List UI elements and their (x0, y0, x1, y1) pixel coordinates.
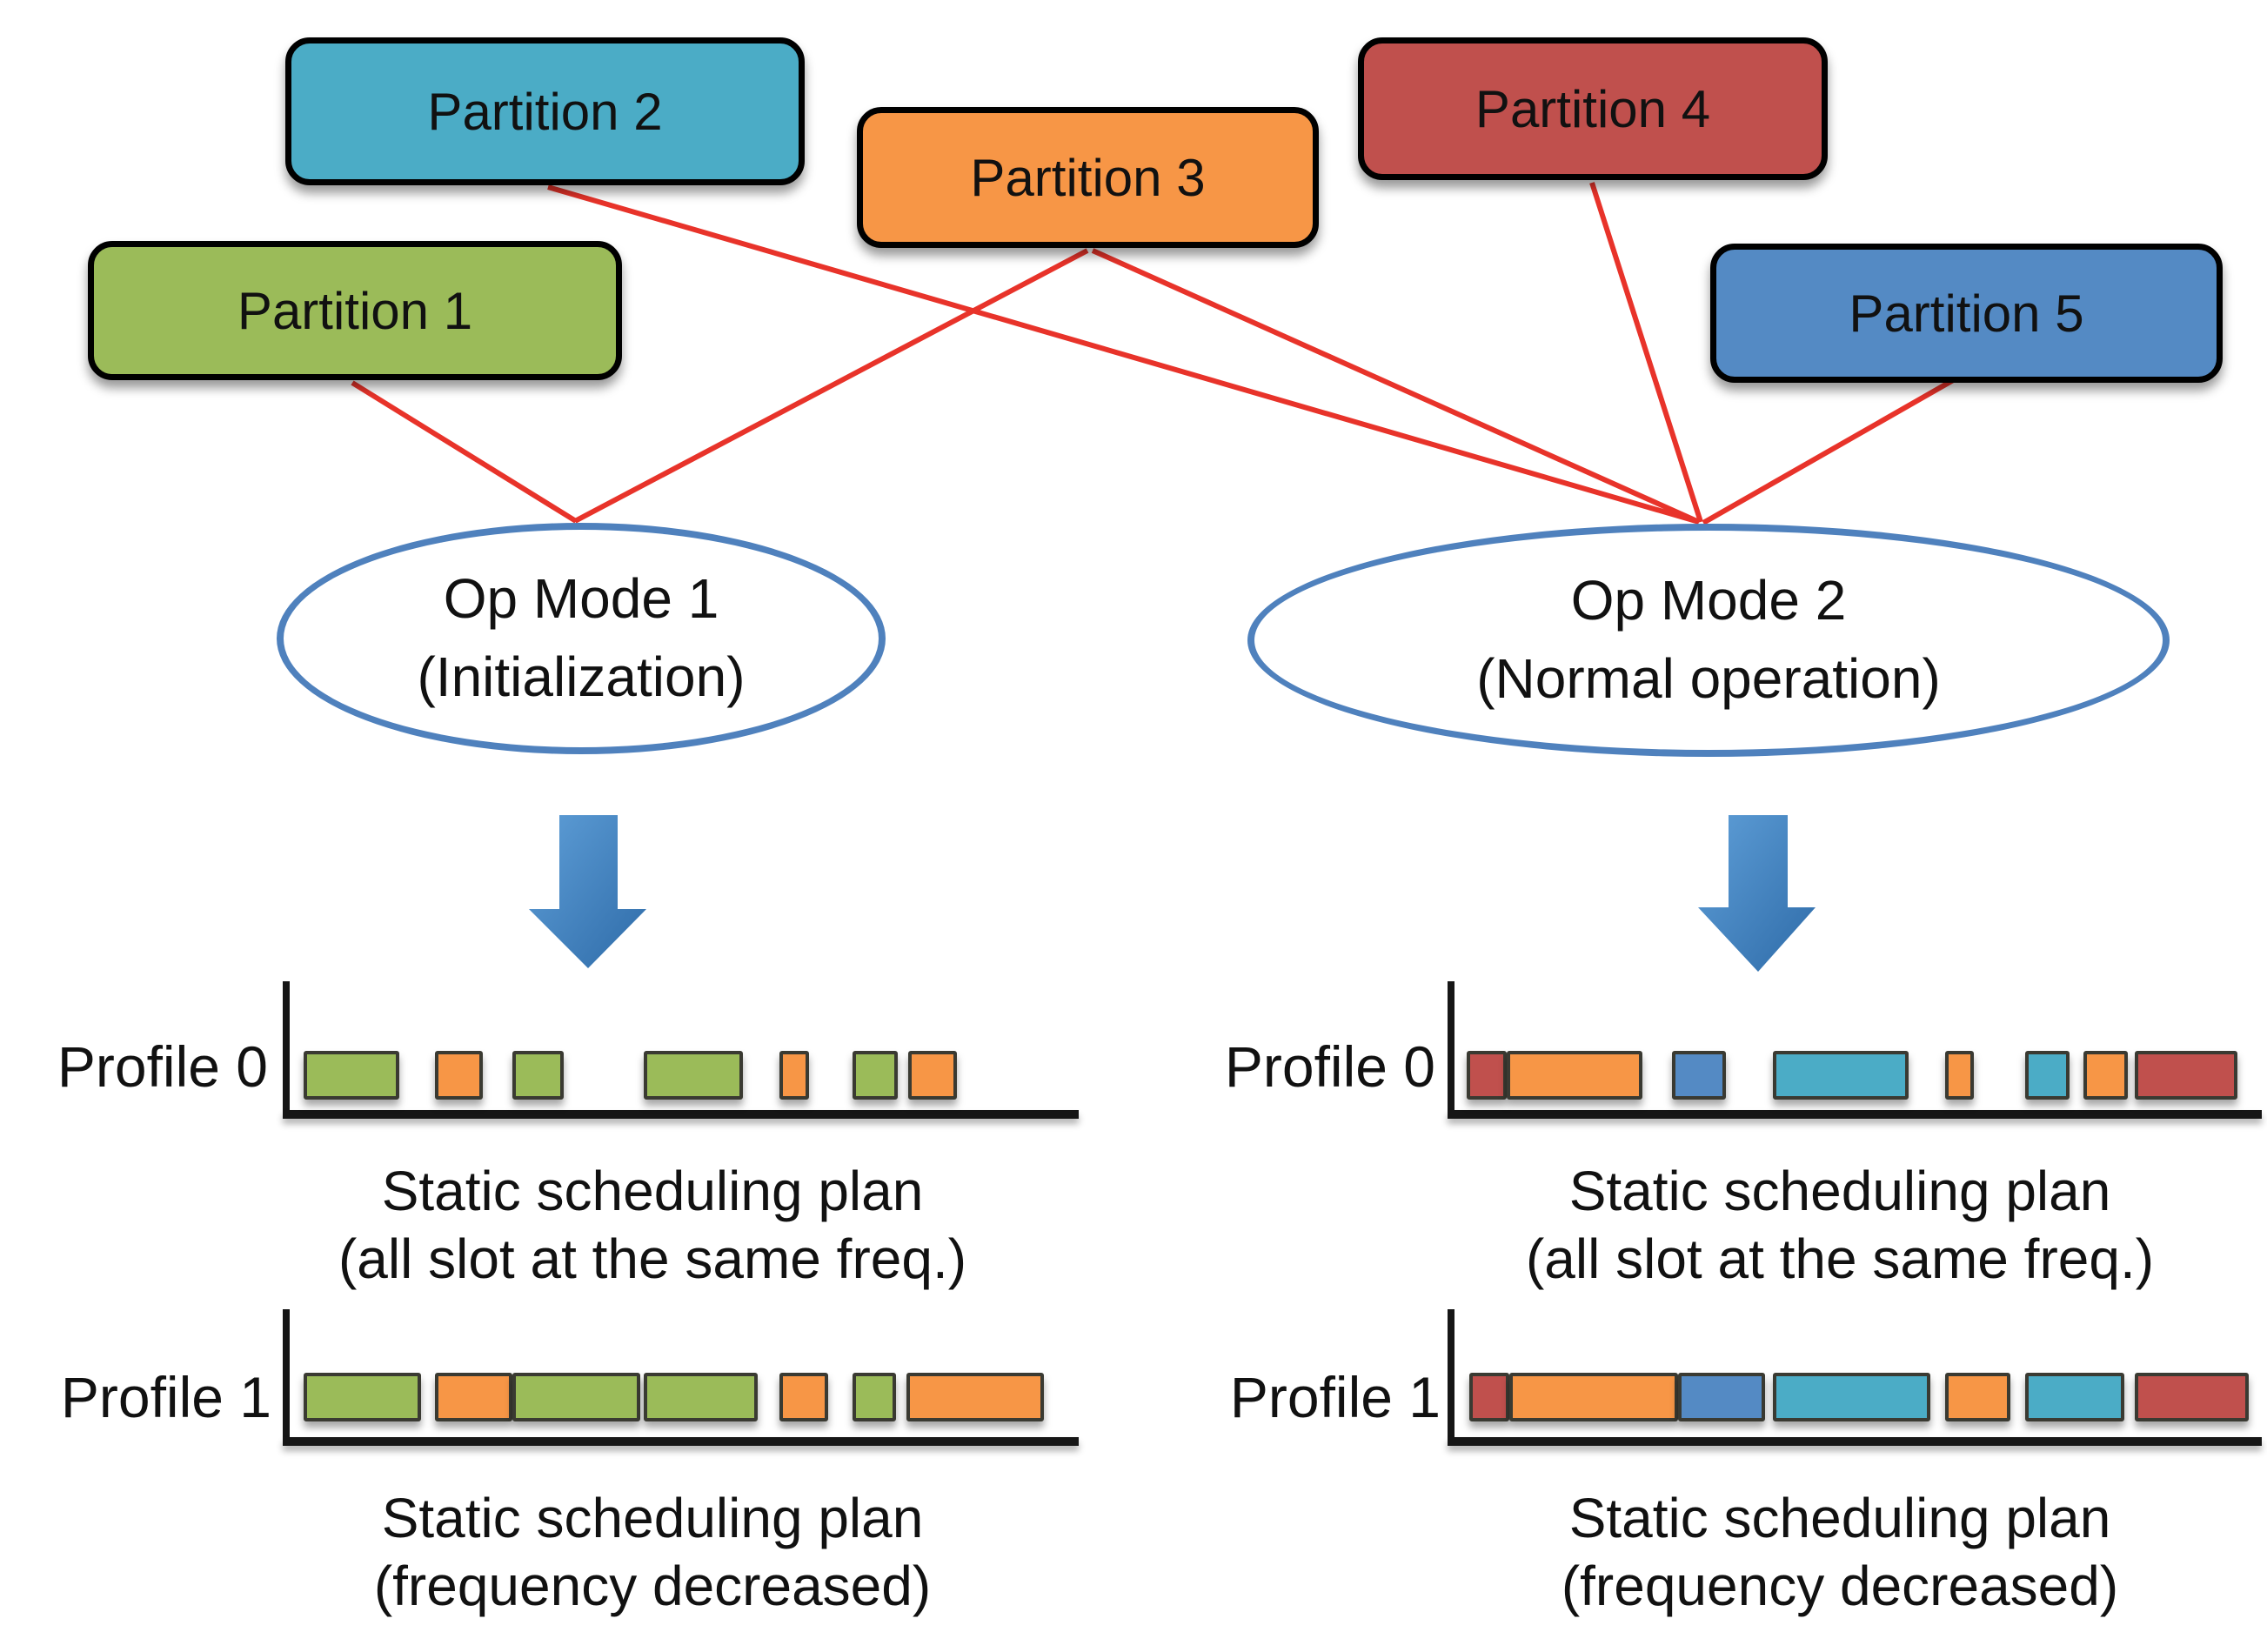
slot-partition-1 (304, 1373, 421, 1421)
left-profile0-caption: Static scheduling plan (all slot at the … (235, 1157, 1070, 1293)
slot-partition-2 (2025, 1373, 2124, 1421)
caption-line-2: (frequency decreased) (1561, 1555, 2119, 1617)
slot-partition-3 (906, 1373, 1044, 1421)
partition-4-box: Partition 4 (1358, 37, 1828, 180)
op-mode-2-title: Op Mode 2 (1570, 569, 1847, 632)
partition-1-box: Partition 1 (88, 241, 622, 380)
left-profile1-baseline (283, 1437, 1079, 1446)
op-mode-1-title: Op Mode 1 (443, 567, 719, 631)
left-profile1-y-axis (283, 1309, 290, 1445)
slot-partition-3 (435, 1373, 512, 1421)
slot-partition-4 (2135, 1373, 2249, 1421)
right-profile0-label: Profile 0 (1224, 1034, 1435, 1099)
slot-partition-3 (908, 1051, 957, 1100)
caption-line-2: (all slot at the same freq.) (1525, 1227, 2155, 1290)
right-profile0-y-axis (1448, 981, 1454, 1118)
caption-line-1: Static scheduling plan (1568, 1160, 2111, 1222)
caption-line-2: (frequency decreased) (373, 1555, 932, 1617)
slot-partition-1 (644, 1373, 758, 1421)
right-profile0-caption: Static scheduling plan (all slot at the … (1427, 1157, 2253, 1293)
slot-partition-5 (1672, 1051, 1726, 1100)
right-profile1-y-axis (1448, 1309, 1454, 1445)
op-mode-2-subtitle: (Normal operation) (1476, 647, 1941, 710)
slot-partition-2 (1773, 1373, 1930, 1421)
slot-partition-1 (853, 1051, 898, 1100)
slot-partition-3 (2083, 1051, 2128, 1100)
partition-3-label: Partition 3 (970, 148, 1206, 207)
slot-partition-3 (435, 1051, 483, 1100)
partition-5-label: Partition 5 (1849, 284, 2084, 343)
slot-partition-3 (779, 1051, 809, 1100)
left-profile1-label: Profile 1 (60, 1365, 271, 1429)
caption-line-1: Static scheduling plan (1568, 1487, 2111, 1549)
partition-5-box: Partition 5 (1710, 244, 2223, 383)
slot-partition-1 (853, 1373, 896, 1421)
slot-partition-3 (1509, 1373, 1678, 1421)
slot-partition-3 (1945, 1373, 2010, 1421)
left-profile0-y-axis (283, 981, 290, 1118)
right-profile1-caption: Static scheduling plan (frequency decrea… (1427, 1484, 2253, 1620)
right-profile1-baseline (1448, 1437, 2262, 1446)
slot-partition-1 (512, 1373, 640, 1421)
slot-partition-5 (1678, 1373, 1765, 1421)
partition-4-label: Partition 4 (1475, 79, 1711, 138)
slot-partition-3 (779, 1373, 828, 1421)
left-profile1-caption: Static scheduling plan (frequency decrea… (235, 1484, 1070, 1620)
op-mode-1-subtitle: (Initialization) (417, 645, 746, 708)
left-profile0-label: Profile 0 (57, 1034, 268, 1099)
slot-partition-4 (1467, 1051, 1507, 1100)
right-profile1-label: Profile 1 (1229, 1365, 1441, 1429)
partition-2-label: Partition 2 (427, 82, 663, 141)
caption-line-1: Static scheduling plan (381, 1160, 924, 1222)
left-profile0-baseline (283, 1110, 1079, 1119)
right-profile0-baseline (1448, 1110, 2262, 1119)
slot-partition-1 (644, 1051, 743, 1100)
slot-partition-4 (2135, 1051, 2237, 1100)
slot-partition-2 (2025, 1051, 2070, 1100)
slot-partition-3 (1507, 1051, 1642, 1100)
partition-3-box: Partition 3 (857, 107, 1319, 248)
slot-partition-1 (304, 1051, 399, 1100)
op-mode-2-ellipse: Op Mode 2 (Normal operation) (1247, 524, 2170, 757)
caption-line-2: (all slot at the same freq.) (338, 1227, 967, 1290)
partition-1-label: Partition 1 (237, 281, 473, 340)
partition-2-box: Partition 2 (285, 37, 805, 185)
op-mode-1-ellipse: Op Mode 1 (Initialization) (277, 523, 886, 754)
slot-partition-4 (1469, 1373, 1509, 1421)
slot-partition-2 (1773, 1051, 1909, 1100)
caption-line-1: Static scheduling plan (381, 1487, 924, 1549)
slot-partition-3 (1945, 1051, 1974, 1100)
slot-partition-1 (512, 1051, 564, 1100)
